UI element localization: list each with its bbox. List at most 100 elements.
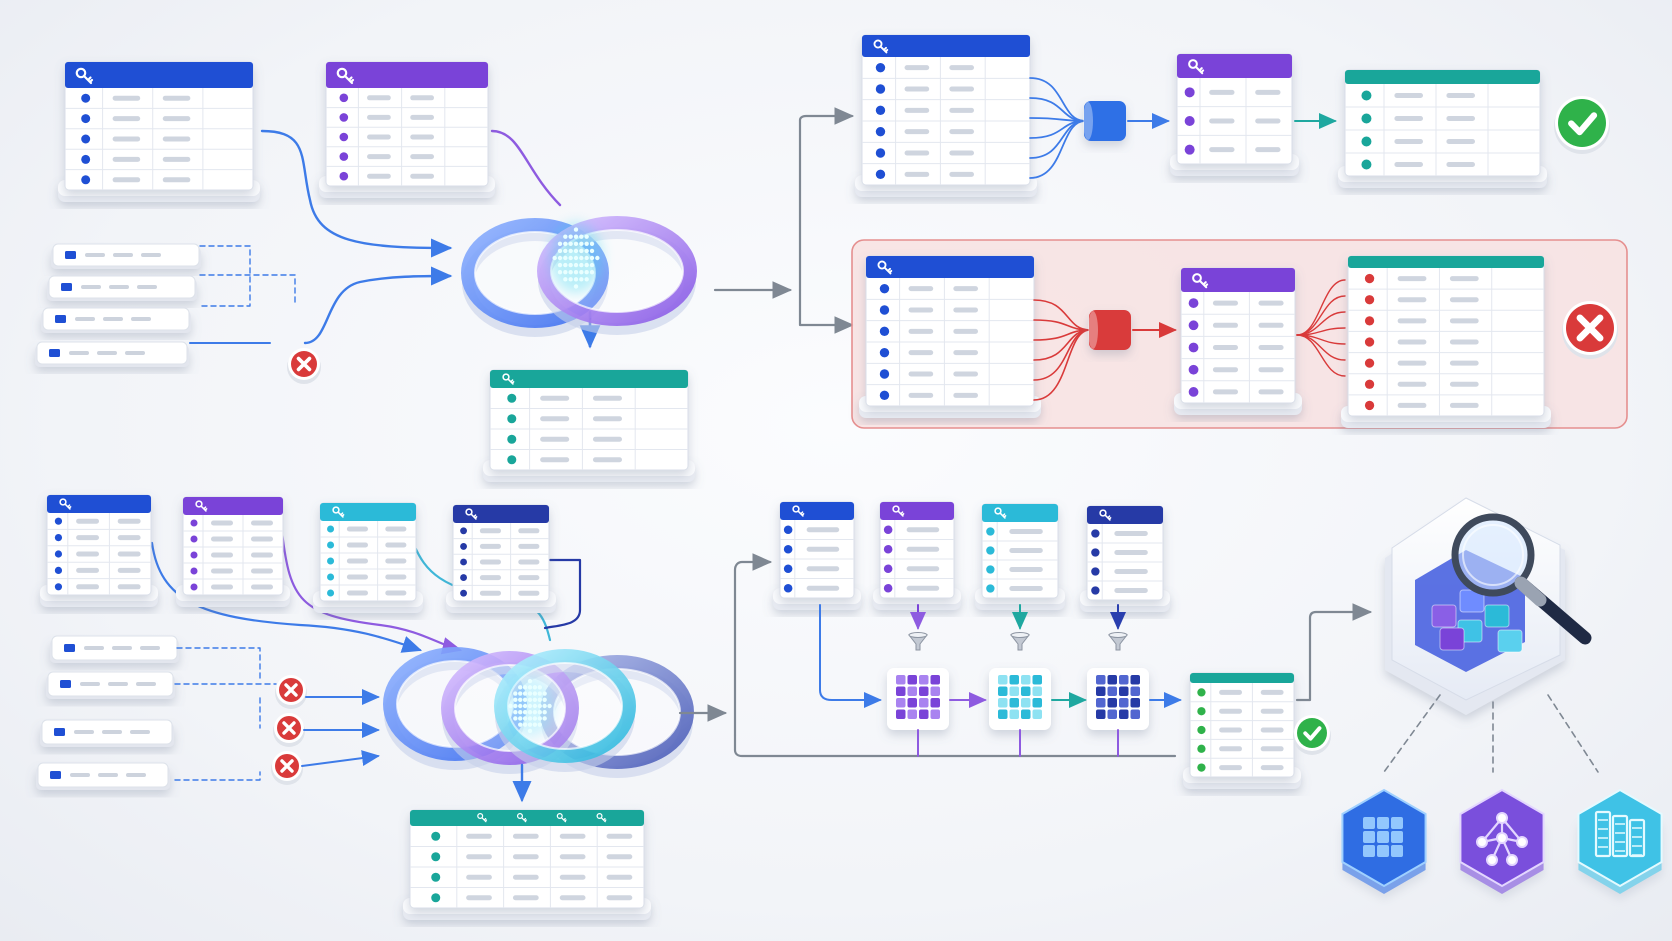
row-key-dot	[54, 533, 63, 542]
cell-placeholder	[251, 584, 273, 590]
grid-dot	[522, 691, 528, 696]
cell-placeholder	[117, 584, 141, 590]
cell-placeholder	[559, 874, 586, 880]
grid-dot	[568, 262, 573, 268]
badge-glyph	[1576, 314, 1604, 342]
row-key-dot	[1091, 586, 1100, 595]
key-icon-blade	[1194, 65, 1205, 75]
connector-line	[819, 604, 882, 708]
cell-placeholder	[385, 542, 407, 548]
analysis-hub	[1385, 497, 1592, 715]
cell-placeholder	[211, 568, 233, 574]
key-icon-bow	[516, 812, 524, 820]
cell-placeholder	[806, 585, 840, 591]
record-field	[131, 317, 151, 321]
key-icon	[336, 67, 355, 85]
grid-dot	[568, 241, 573, 246]
cell-placeholder	[1397, 297, 1427, 303]
row-key-dot	[783, 544, 793, 554]
cell-placeholder	[1397, 402, 1427, 408]
cell-placeholder	[410, 134, 434, 140]
cell-placeholder	[518, 559, 540, 565]
cube-cell	[919, 698, 929, 708]
grid-dot	[527, 691, 533, 696]
record-field	[112, 646, 132, 650]
key-icon	[477, 812, 488, 823]
grid-dot	[542, 697, 547, 702]
cell-placeholder	[953, 286, 978, 292]
grid-dot	[584, 262, 589, 268]
cell-placeholder	[908, 350, 934, 356]
cell-placeholder	[479, 559, 501, 565]
connector-line	[280, 530, 463, 655]
row-key-dot	[327, 525, 335, 533]
grid-dot	[532, 703, 538, 709]
cell-placeholder	[466, 895, 492, 901]
grid-dot	[573, 262, 579, 268]
cell-placeholder	[76, 584, 99, 590]
key-icon	[332, 506, 345, 518]
cell-placeholder	[385, 574, 407, 580]
grid-dot	[557, 255, 563, 261]
grid-dot	[584, 248, 589, 254]
cell-placeholder	[211, 552, 233, 558]
row-key-dot	[327, 557, 335, 565]
badge-glyph	[1568, 112, 1598, 136]
record-field	[130, 730, 150, 734]
agg-source-table-2	[873, 501, 961, 610]
magnifier-neck	[1514, 576, 1547, 607]
grid-dot	[579, 241, 584, 246]
multi-source-table-4	[446, 504, 556, 613]
table-header	[880, 502, 954, 520]
row-key-dot	[1091, 548, 1100, 557]
cell-placeholder	[1258, 389, 1284, 395]
cube-cell	[1021, 686, 1031, 696]
connector-line	[1547, 694, 1599, 773]
grid-dot	[513, 716, 518, 721]
record-field	[126, 773, 146, 777]
grid-dot	[522, 710, 528, 715]
cell-placeholder	[162, 177, 191, 183]
row-key-dot	[1364, 358, 1375, 368]
cube-cell	[919, 675, 929, 685]
table-header	[862, 35, 1030, 57]
grid-dot	[563, 234, 568, 239]
grid-dot	[518, 722, 523, 727]
cell-placeholder	[76, 567, 99, 573]
row-key-dot	[986, 527, 995, 536]
key-icon-blade	[481, 817, 488, 823]
grid-dot	[537, 703, 542, 709]
cube-icon	[1439, 627, 1465, 651]
row-key-dot	[54, 550, 63, 558]
multi-intersection-grid	[505, 675, 555, 737]
grid-dot	[513, 703, 518, 709]
cell-placeholder	[540, 457, 570, 463]
record-key-chip	[61, 283, 72, 291]
cell-placeholder	[1209, 118, 1235, 124]
cell-placeholder	[908, 307, 934, 313]
grid-dot	[568, 255, 573, 261]
key-icon-bow	[892, 505, 900, 513]
cell-placeholder	[592, 457, 622, 463]
cell-placeholder	[1212, 322, 1238, 328]
row-key-dot	[460, 589, 467, 597]
multi-source-table-3	[313, 502, 423, 613]
grid-dot	[557, 270, 563, 275]
connector-line	[733, 733, 1177, 758]
record-key-chip	[64, 644, 75, 652]
cell-placeholder	[1449, 402, 1479, 408]
grid-dot	[518, 703, 523, 709]
network-node	[1476, 836, 1488, 848]
grid-dot	[563, 255, 568, 261]
row-key-dot	[879, 305, 890, 315]
grid-dot	[573, 241, 579, 246]
cube-cell	[1021, 698, 1031, 708]
cell-placeholder	[211, 536, 233, 542]
cell-placeholder	[806, 527, 840, 533]
ring-highlight	[454, 664, 566, 752]
ring-highlight	[550, 229, 684, 313]
key-icon-blade	[64, 503, 72, 510]
row-key-dot	[986, 565, 995, 574]
cube-cell	[907, 698, 917, 708]
cell-placeholder	[540, 395, 570, 401]
